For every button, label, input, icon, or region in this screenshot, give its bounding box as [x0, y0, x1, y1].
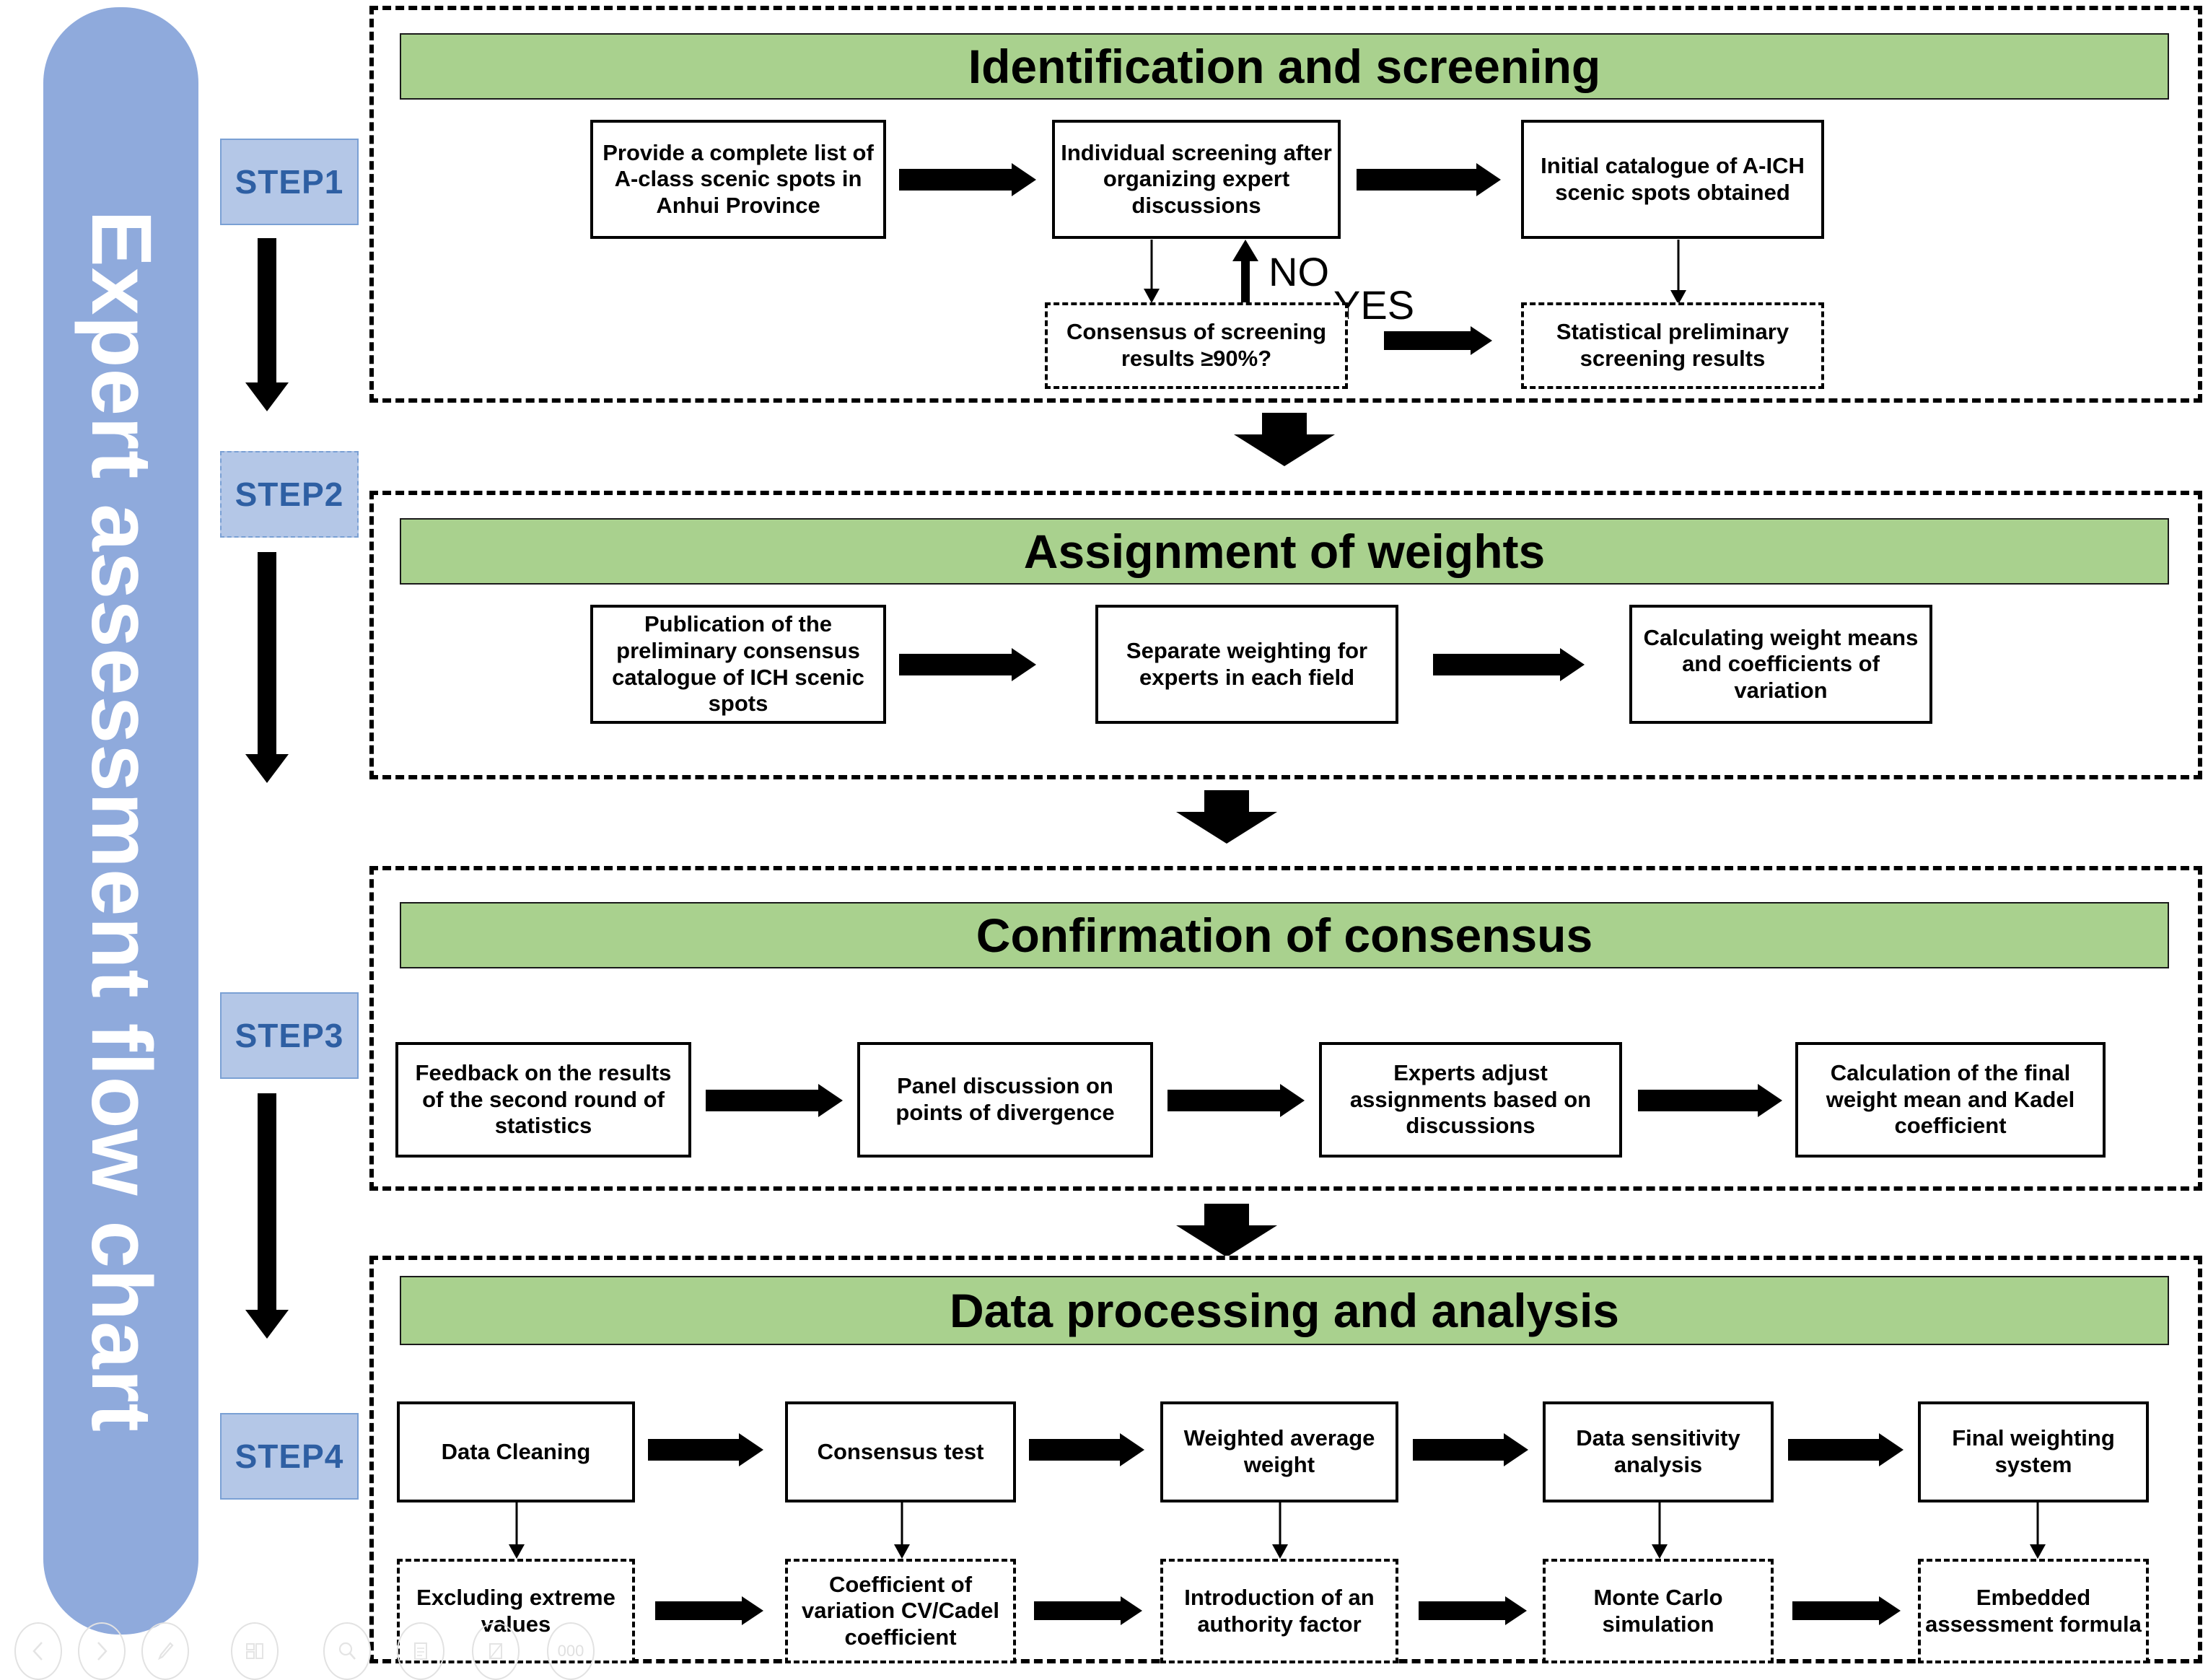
label-no: NO: [1269, 249, 1329, 294]
process-box[interactable]: Data sensitivity analysis: [1543, 1401, 1774, 1502]
step-arrow-3-4: [245, 1093, 289, 1339]
process-box[interactable]: Final weighting system: [1918, 1401, 2149, 1502]
flow-arrow: [899, 648, 1036, 681]
flow-arrow: [1419, 1596, 1527, 1625]
process-box-dashed[interactable]: Coefficient of variation CV/Cadel coeffi…: [785, 1559, 1016, 1663]
flow-arrow: [899, 163, 1036, 196]
sidebar-title-label: Expert assessment flow chart: [73, 209, 169, 1432]
process-box[interactable]: Experts adjust assignments based on disc…: [1319, 1042, 1622, 1158]
step-chip-1[interactable]: STEP1: [220, 139, 359, 225]
section-flow-arrow-1-2: [1227, 413, 1342, 475]
connector-down: [1144, 240, 1160, 303]
process-box-dashed[interactable]: Embedded assessment formula: [1918, 1559, 2149, 1663]
flow-arrow: [1384, 326, 1492, 355]
process-box[interactable]: Weighted average weight: [1160, 1401, 1398, 1502]
step-chip-2-label: STEP2: [235, 476, 344, 513]
connector-down: [509, 1502, 525, 1559]
step-chip-2[interactable]: STEP2: [220, 451, 359, 538]
section-panel-weights: Assignment of weights Publication of the…: [369, 491, 2202, 779]
text-icon[interactable]: [472, 1622, 520, 1680]
section-panel-consensus: Confirmation of consensus Feedback on th…: [369, 866, 2202, 1191]
section-1-title: Identification and screening: [400, 33, 2169, 100]
process-box[interactable]: Panel discussion on points of divergence: [857, 1042, 1153, 1158]
bottom-toolbar: 000: [7, 1622, 628, 1680]
process-box[interactable]: Calculation of the final weight mean and…: [1795, 1042, 2106, 1158]
search-icon[interactable]: [323, 1622, 371, 1680]
connector-down: [1652, 1502, 1668, 1559]
process-box-dashed[interactable]: Consensus of screening results ≥90%?: [1045, 302, 1348, 389]
flow-arrow: [1638, 1084, 1782, 1117]
more-icon[interactable]: 000: [547, 1622, 595, 1680]
section-flow-arrow-2-3: [1169, 790, 1284, 852]
process-box[interactable]: Provide a complete list of A-class sceni…: [590, 120, 886, 239]
section-flow-arrow-3-4: [1169, 1204, 1284, 1266]
flow-arrow: [1029, 1433, 1144, 1466]
connector-down: [2030, 1502, 2046, 1559]
step-chip-3[interactable]: STEP3: [220, 992, 359, 1079]
more-icon-label: 000: [557, 1642, 584, 1660]
forward-arrow-icon[interactable]: [78, 1622, 126, 1680]
connector-up-no: [1232, 240, 1258, 305]
process-box[interactable]: Publication of the preliminary consensus…: [590, 605, 886, 724]
step-chip-4[interactable]: STEP4: [220, 1413, 359, 1500]
flow-arrow: [1167, 1084, 1305, 1117]
flow-arrow: [1792, 1596, 1901, 1625]
connector-down: [894, 1502, 910, 1559]
flow-arrow: [655, 1596, 763, 1625]
layout-icon[interactable]: [231, 1622, 279, 1680]
step-chip-1-label: STEP1: [235, 163, 344, 201]
process-box[interactable]: Data Cleaning: [397, 1401, 635, 1502]
flow-arrow: [1413, 1433, 1528, 1466]
process-box-dashed[interactable]: Introduction of an authority factor: [1160, 1559, 1398, 1663]
connector-down: [1670, 240, 1686, 305]
section-2-title: Assignment of weights: [400, 518, 2169, 585]
flow-arrow: [1788, 1433, 1903, 1466]
section-panel-identification: Identification and screening Provide a c…: [369, 6, 2202, 403]
document-icon[interactable]: [397, 1622, 444, 1680]
back-arrow-icon[interactable]: [14, 1622, 62, 1680]
connector-down: [1272, 1502, 1288, 1559]
flow-arrow: [1357, 163, 1501, 196]
process-box-dashed[interactable]: Monte Carlo simulation: [1543, 1559, 1774, 1663]
process-box[interactable]: Initial catalogue of A-ICH scenic spots …: [1521, 120, 1824, 239]
process-box[interactable]: Individual screening after organizing ex…: [1052, 120, 1341, 239]
section-4-title: Data processing and analysis: [400, 1276, 2169, 1345]
flow-arrow: [1433, 648, 1585, 681]
step-chip-3-label: STEP3: [235, 1017, 344, 1054]
flow-arrow: [706, 1084, 843, 1117]
step-chip-4-label: STEP4: [235, 1438, 344, 1475]
step-arrow-1-2: [245, 238, 289, 411]
process-box[interactable]: Consensus test: [785, 1401, 1016, 1502]
flow-arrow: [1034, 1596, 1142, 1625]
sidebar-title-bar: Expert assessment flow chart: [43, 7, 198, 1635]
pen-icon[interactable]: [141, 1622, 189, 1680]
process-box[interactable]: Separate weighting for experts in each f…: [1095, 605, 1398, 724]
step-arrow-2-3: [245, 552, 289, 783]
section-panel-data: Data processing and analysis Data Cleani…: [369, 1256, 2202, 1663]
process-box[interactable]: Calculating weight means and coefficient…: [1629, 605, 1932, 724]
process-box-dashed[interactable]: Statistical preliminary screening result…: [1521, 302, 1824, 389]
section-3-title: Confirmation of consensus: [400, 902, 2169, 968]
process-box[interactable]: Feedback on the results of the second ro…: [395, 1042, 691, 1158]
flow-arrow: [648, 1433, 763, 1466]
